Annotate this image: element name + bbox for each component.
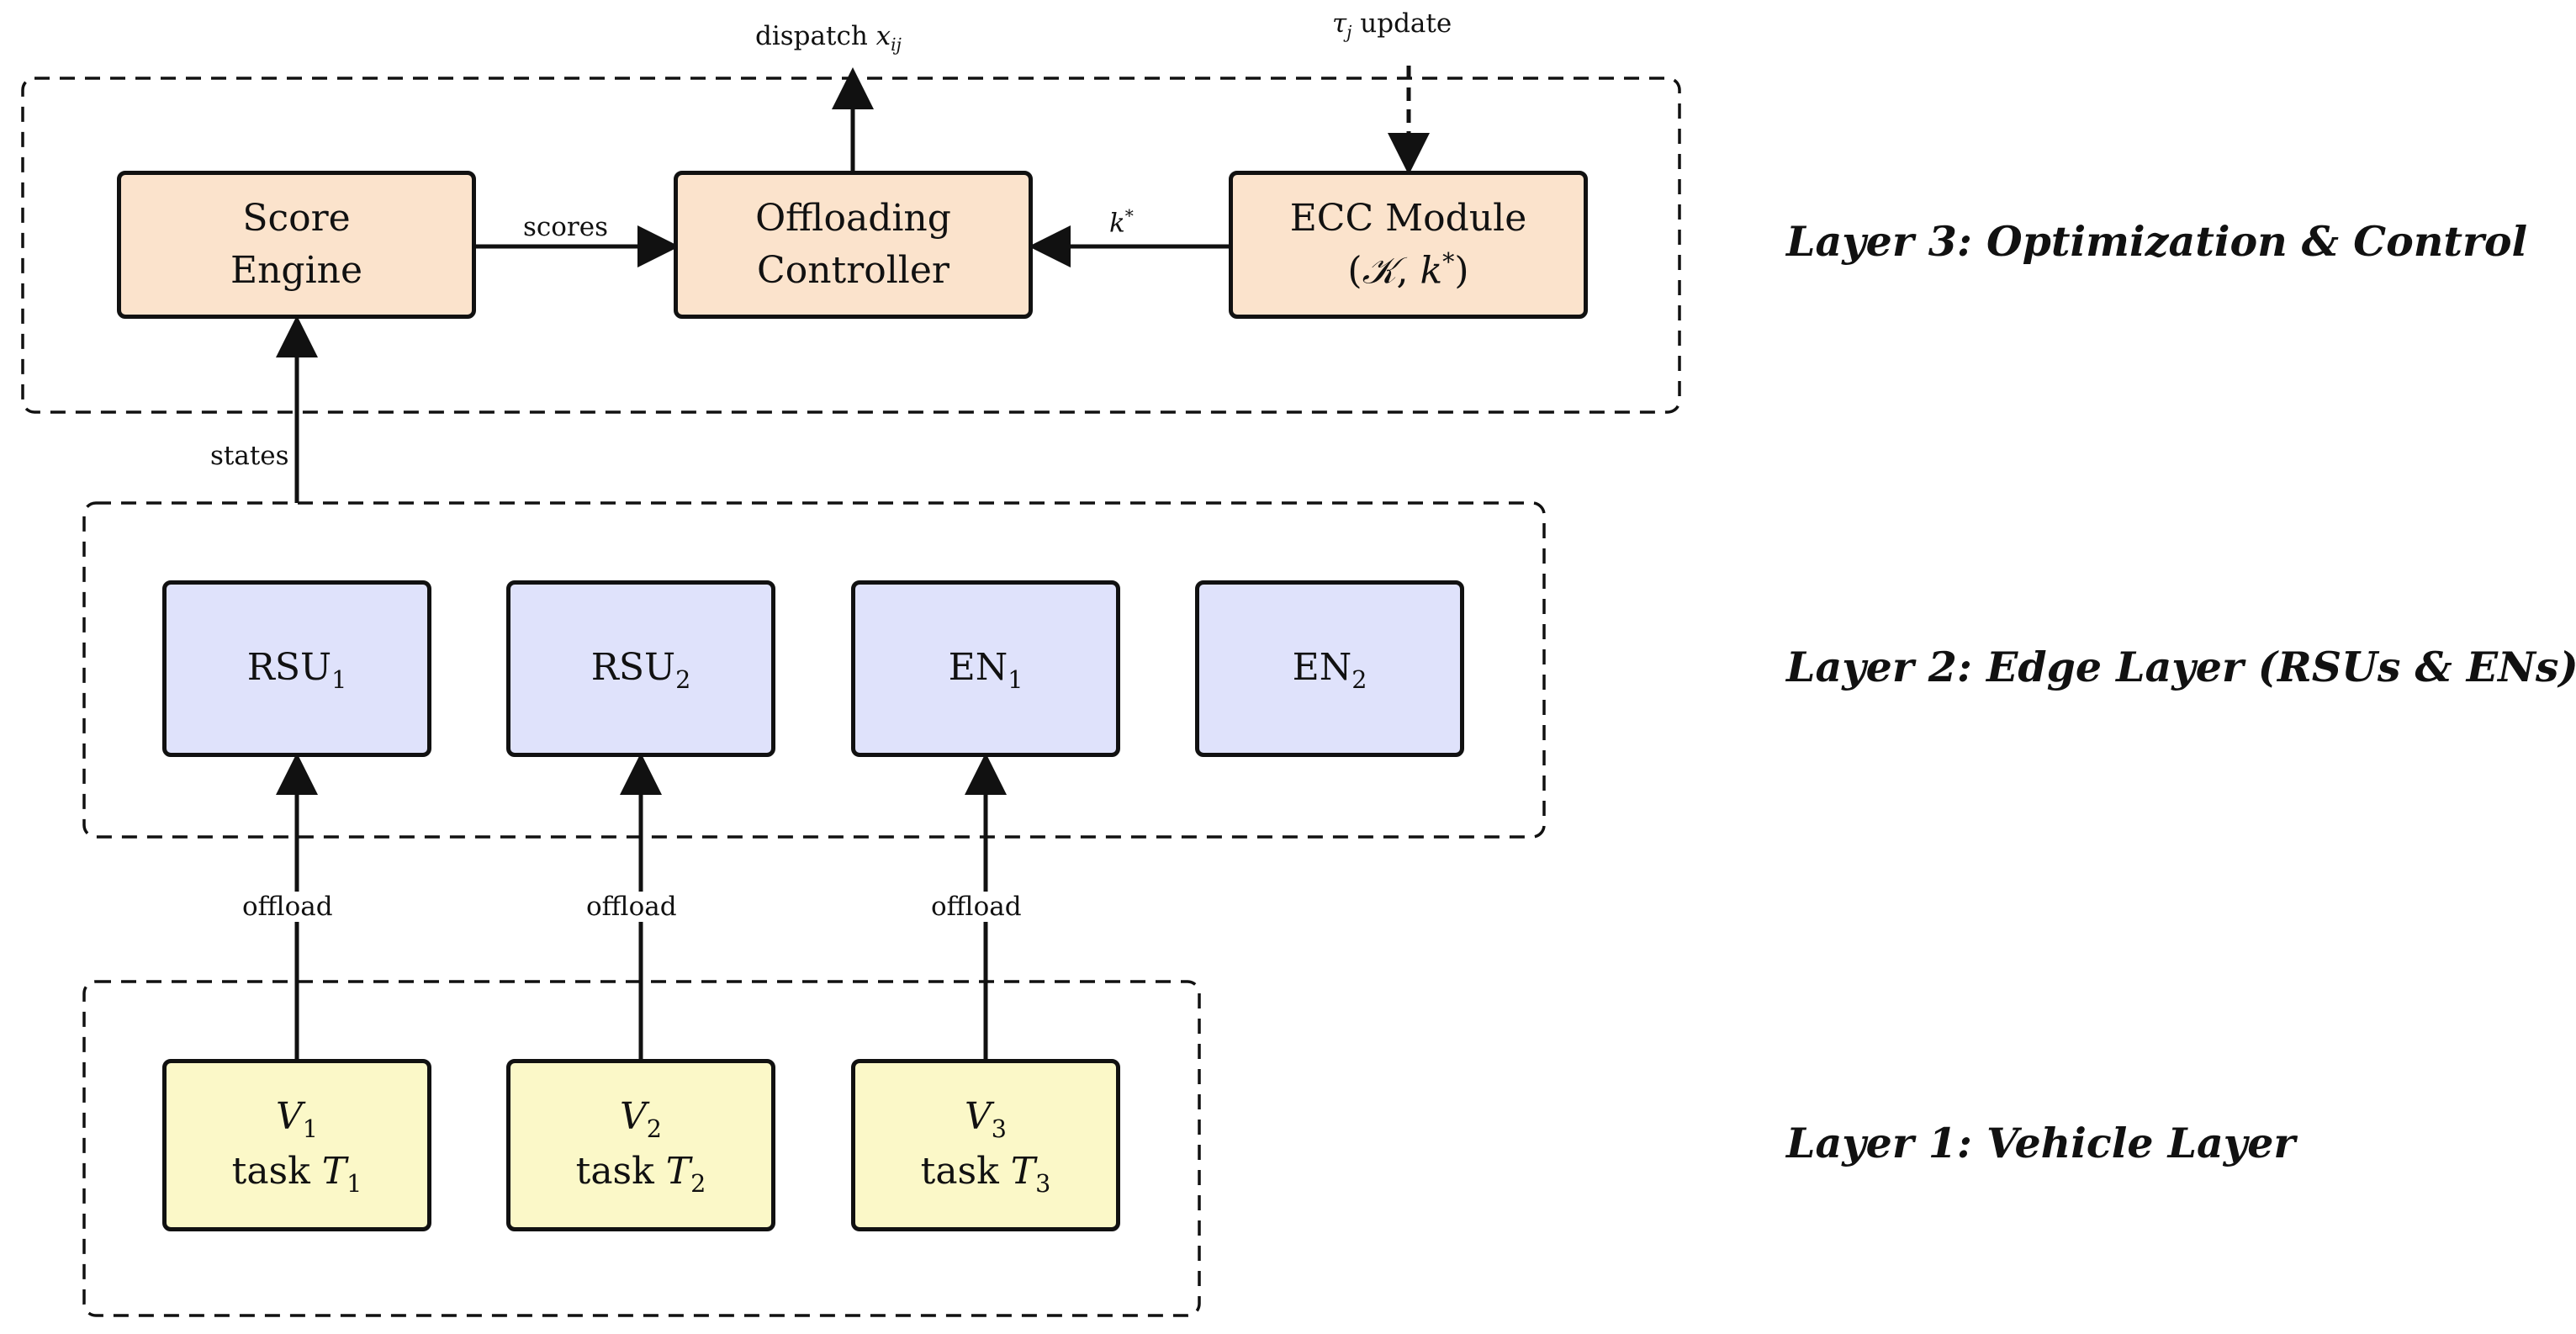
dispatch-sub: ij	[891, 34, 902, 56]
layer1-title: Layer 1: Vehicle Layer	[1786, 1119, 2296, 1167]
vehicle-3-task-var: T	[1010, 1149, 1036, 1193]
vehicle-node-3: V3 task T3	[851, 1059, 1120, 1231]
vehicle-2-sub: 2	[646, 1114, 662, 1143]
vehicle-1-name: V1	[276, 1091, 318, 1146]
ecc-separator: ,	[1396, 249, 1420, 293]
en1-sub: 1	[1008, 664, 1024, 694]
kstar-label: k*	[1104, 206, 1139, 238]
tau-text: update	[1351, 8, 1452, 39]
ecc-module-line2: (𝒦, k*)	[1347, 245, 1468, 297]
rsu1-sub: 1	[331, 664, 347, 694]
offload-label-1: offload	[237, 892, 338, 922]
dispatch-label: dispatch xij	[750, 21, 907, 55]
kstar-star: *	[1124, 206, 1134, 226]
score-engine-line2: Engine	[230, 249, 363, 292]
ecc-k-var: k	[1420, 249, 1443, 293]
en1-node: EN1	[851, 580, 1120, 757]
rsu1-name: RSU	[246, 645, 332, 689]
ecc-k-star: *	[1442, 246, 1455, 276]
ecc-module-line1: ECC Module	[1289, 197, 1527, 241]
vehicle-2-task-sub: 2	[690, 1168, 706, 1198]
en1-label: EN1	[949, 642, 1024, 696]
rsu1-label: RSU1	[247, 642, 347, 696]
offloading-controller-line1: Offloading	[755, 197, 951, 241]
vehicle-2-name: V2	[620, 1091, 662, 1146]
vehicle-3-task-text: task	[920, 1149, 1011, 1193]
vehicle-1-sub: 1	[302, 1114, 318, 1143]
tau-update-label: τj update	[1327, 8, 1457, 42]
dispatch-var: x	[875, 21, 891, 51]
vehicle-1-var: V	[276, 1094, 303, 1138]
vehicle-2-task-text: task	[575, 1149, 666, 1193]
vehicle-1-task: task T1	[232, 1146, 362, 1200]
ecc-close-paren: )	[1454, 249, 1469, 293]
vehicle-3-name: V3	[965, 1091, 1007, 1146]
score-engine-node: Score Engine	[117, 171, 476, 319]
ecc-open-paren: (	[1347, 249, 1362, 293]
rsu1-node: RSU1	[162, 580, 431, 757]
ecc-set-symbol: 𝒦	[1362, 249, 1397, 293]
offloading-controller-node: Offloading Controller	[674, 171, 1033, 319]
rsu2-name: RSU	[590, 645, 676, 689]
rsu2-label: RSU2	[591, 642, 691, 696]
layer2-container	[82, 501, 1546, 839]
en2-name: EN	[1292, 645, 1352, 689]
vehicle-3-task: task T3	[921, 1146, 1051, 1200]
rsu2-sub: 2	[675, 664, 691, 694]
layer1-container	[82, 980, 1201, 1317]
vehicle-2-var: V	[620, 1094, 647, 1138]
tau-var: τ	[1332, 8, 1347, 39]
ecc-module-node: ECC Module (𝒦, k*)	[1229, 171, 1588, 319]
offload-label-2: offload	[581, 892, 682, 922]
en2-node: EN2	[1195, 580, 1464, 757]
vehicle-3-var: V	[965, 1094, 992, 1138]
dispatch-text: dispatch	[755, 21, 876, 51]
en2-label: EN2	[1293, 642, 1367, 696]
vehicle-2-task-var: T	[665, 1149, 691, 1193]
scores-label: scores	[523, 212, 609, 242]
kstar-k: k	[1109, 208, 1125, 239]
vehicle-3-sub: 3	[991, 1114, 1007, 1143]
layer2-title: Layer 2: Edge Layer (RSUs & ENs)	[1786, 643, 2576, 691]
en1-name: EN	[948, 645, 1008, 689]
offload-label-3: offload	[926, 892, 1027, 922]
vehicle-2-task: task T2	[576, 1146, 706, 1200]
vehicle-1-task-sub: 1	[346, 1168, 362, 1198]
rsu2-node: RSU2	[506, 580, 775, 757]
vehicle-node-2: V2 task T2	[506, 1059, 775, 1231]
vehicle-1-task-var: T	[321, 1149, 347, 1193]
score-engine-line1: Score	[242, 197, 351, 241]
layer3-title: Layer 3: Optimization & Control	[1786, 217, 2528, 266]
vehicle-node-1: V1 task T1	[162, 1059, 431, 1231]
tau-sub: j	[1346, 22, 1352, 43]
en2-sub: 2	[1351, 664, 1367, 694]
offloading-controller-line2: Controller	[757, 249, 949, 292]
vehicle-1-task-text: task	[231, 1149, 322, 1193]
states-label: states	[205, 441, 294, 471]
vehicle-3-task-sub: 3	[1035, 1168, 1051, 1198]
